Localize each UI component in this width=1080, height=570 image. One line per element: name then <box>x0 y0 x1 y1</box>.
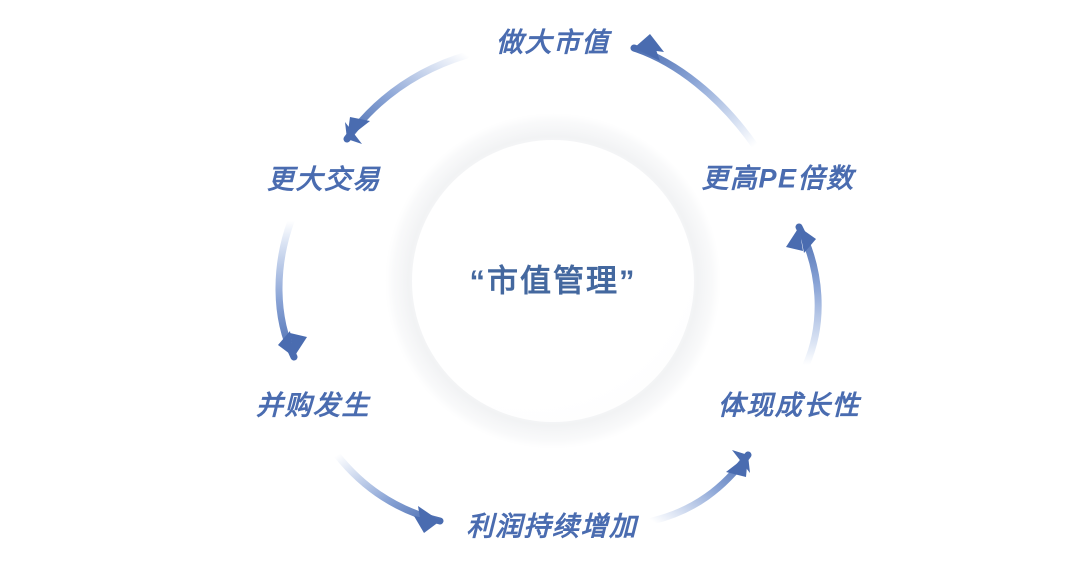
node-label-upper-right: 更高PE倍数 <box>701 163 855 194</box>
center-disc <box>412 140 694 422</box>
center-label: “市值管理” <box>469 263 637 299</box>
arrow-to-bottom <box>333 451 444 533</box>
node-label-upper-left: 更大交易 <box>267 164 381 195</box>
node-label-bottom: 利润持续增加 <box>466 511 638 542</box>
node-label-lower-right: 体现成长性 <box>717 390 861 421</box>
arrow-to-upper-right <box>786 223 822 369</box>
node-label-top: 做大市值 <box>496 27 610 58</box>
arrow-to-lower-left <box>275 217 307 361</box>
arrow-to-top <box>630 34 759 150</box>
arrow-to-lower-right <box>648 450 752 525</box>
node-label-lower-left: 并购发生 <box>256 390 370 421</box>
arrow-to-upper-left <box>343 51 471 144</box>
